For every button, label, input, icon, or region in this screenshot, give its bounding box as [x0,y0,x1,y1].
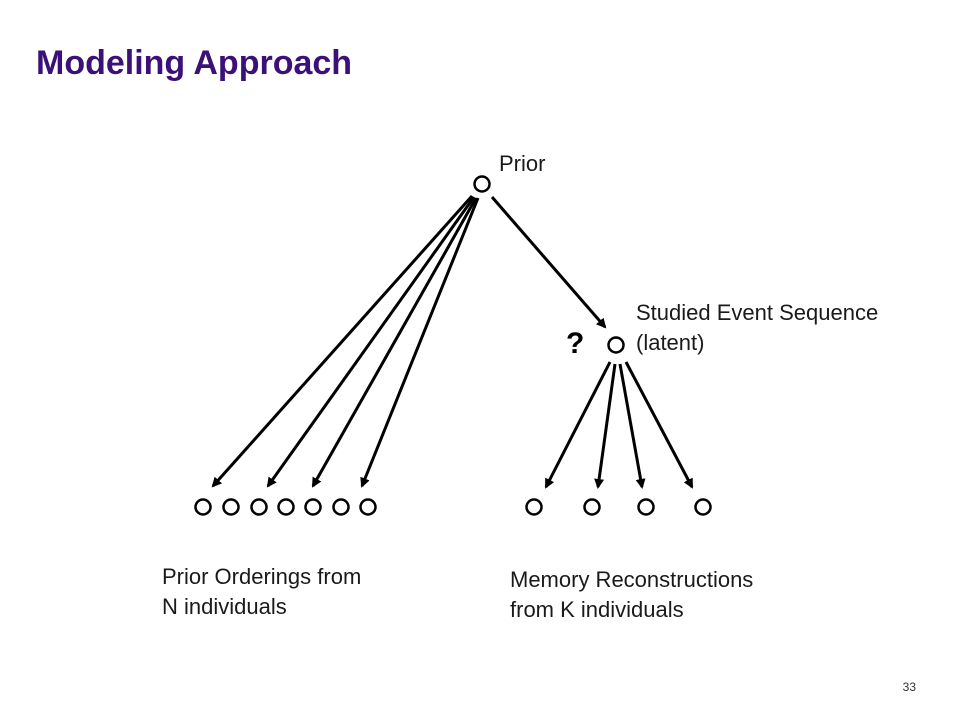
reconstruction-node [694,498,712,516]
memory-reconstructions-label: Memory Reconstructions from K individual… [510,565,753,625]
latent-label: Studied Event Sequence (latent) [636,298,878,358]
arrow [624,361,694,489]
prior-ordering-node [222,498,240,516]
prior-ordering-node [277,498,295,516]
latent-label-line1: Studied Event Sequence [636,300,879,325]
reconstruction-node [583,498,601,516]
prior-ordering-node [250,498,268,516]
memory-reconstructions-line2: from K individuals [510,597,684,622]
arrow [360,197,480,488]
prior-node [473,175,491,193]
reconstruction-node [525,498,543,516]
slide-title: Modeling Approach [36,44,353,82]
prior-ordering-node [359,498,377,516]
latent-label-line2: (latent) [636,330,705,355]
prior-to-orderings-arrows [211,195,480,488]
arrow [618,363,646,489]
reconstruction-nodes [525,498,712,516]
prior-ordering-nodes [194,498,377,516]
latent-sequence-node [607,336,625,354]
prior-to-latent-arrow [490,196,607,329]
arrow [311,197,478,488]
prior-orderings-line2: N individuals [162,594,287,619]
prior-orderings-line1: Prior Orderings from [162,564,362,589]
memory-reconstructions-line1: Memory Reconstructions [510,567,754,592]
prior-ordering-node [194,498,212,516]
latent-question-mark: ? [566,327,585,360]
prior-orderings-label: Prior Orderings from N individuals [162,562,361,622]
arrow [544,361,612,489]
prior-ordering-node [304,498,322,516]
prior-label: Prior [499,151,546,176]
arrow [266,196,476,488]
reconstruction-node [637,498,655,516]
latent-to-reconstruction-arrows [544,361,694,489]
page-number: 33 [902,680,916,694]
prior-ordering-node [332,498,350,516]
arrow [211,195,474,488]
arrow [594,363,617,489]
